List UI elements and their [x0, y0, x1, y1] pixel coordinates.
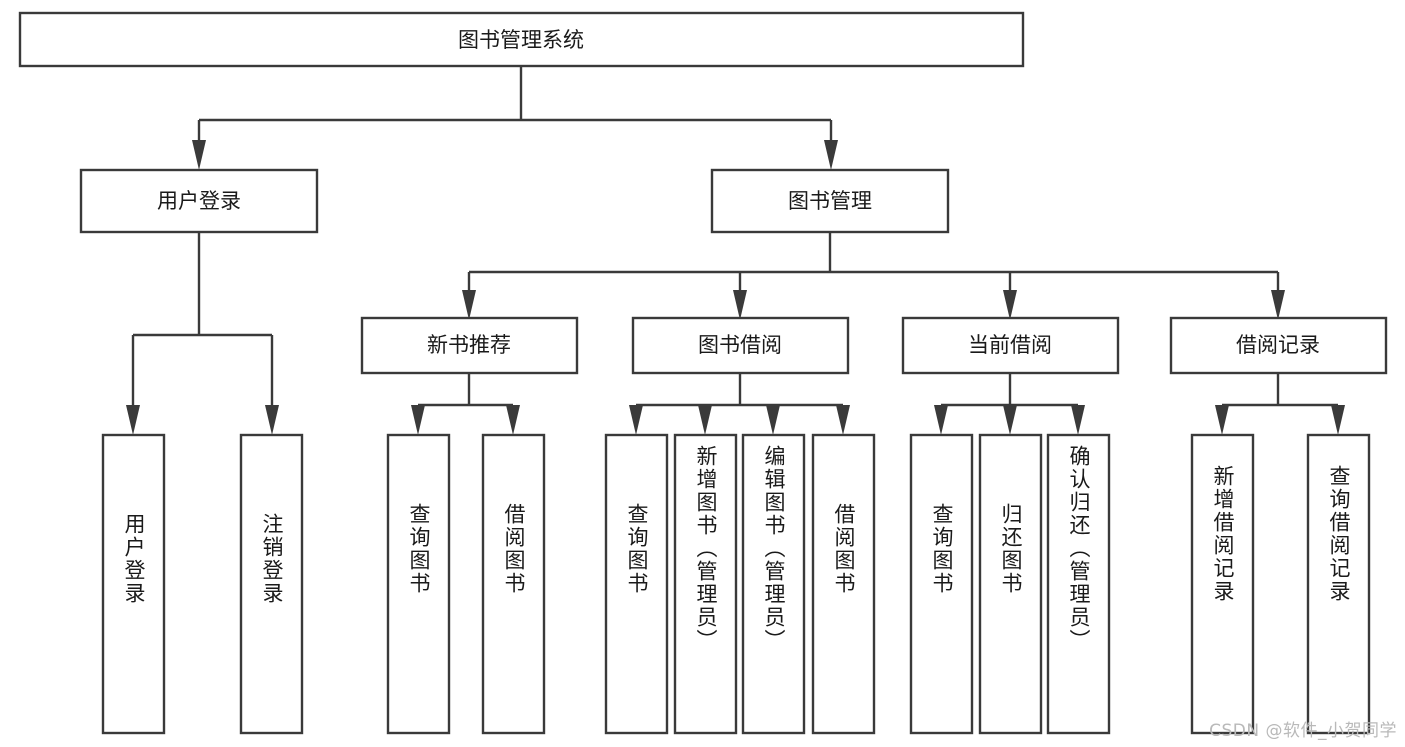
connector-user-login-to-leaves [126, 232, 279, 435]
arrow-head-to-user-login [192, 140, 206, 170]
node-book-manage[interactable]: 图书管理 [710, 168, 950, 234]
connector-current-borrow-to-leaves [934, 373, 1085, 435]
csdn-watermark: CSDN @软件_小贺同学 [1209, 721, 1397, 741]
borrow-record-box-label: 借阅记录 [1236, 333, 1320, 357]
borrow-record-box-rect [1169, 316, 1388, 375]
current-borrow-box-label: 当前借阅 [968, 333, 1052, 357]
current-borrow-box-rect [901, 316, 1120, 375]
arrow-head-to-book-borrow [733, 290, 747, 320]
arrow-head-cb-leaf-2 [1003, 405, 1017, 435]
leaf-box-cb-return-book[interactable] [978, 433, 1043, 735]
arrow-head-cb-leaf-3 [1071, 405, 1085, 435]
connector-book-borrow-to-leaves [629, 373, 850, 435]
book-borrow-box-rect [631, 316, 850, 375]
arrow-head-to-book-manage [824, 140, 838, 170]
leaf-box-user-login[interactable] [101, 433, 166, 735]
node-book-borrow[interactable]: 图书借阅 [631, 316, 850, 375]
connector-new-book-to-leaves [411, 373, 520, 435]
node-current-borrow[interactable]: 当前借阅 [901, 316, 1120, 375]
arrow-head-to-new-book [462, 290, 476, 320]
leaf-box-bb-borrow-book[interactable] [811, 433, 876, 735]
new-book-box-label: 新书推荐 [427, 333, 511, 357]
arrow-head-to-borrow-record [1271, 290, 1285, 320]
user-login-box-label: 用户登录 [157, 189, 241, 213]
arrow-head-bb-leaf-1 [629, 405, 643, 435]
arrow-head-leaf-logout [265, 405, 279, 435]
leaf-box-br-add-record[interactable] [1190, 433, 1255, 735]
arrow-head-bb-leaf-2 [698, 405, 712, 435]
leaf-box-nb-borrow-book[interactable] [481, 433, 546, 735]
node-root[interactable]: 图书管理系统 [18, 11, 1025, 68]
arrow-head-leaf-user-login [126, 405, 140, 435]
leaf-box-bb-add-book[interactable] [673, 433, 738, 735]
leaf-box-cb-confirm-return[interactable] [1046, 433, 1111, 735]
arrow-head-br-leaf-2 [1331, 405, 1345, 435]
leaf-box-logout[interactable] [239, 433, 304, 735]
arrow-head-cb-leaf-1 [934, 405, 948, 435]
arrow-head-nb-leaf-2 [506, 405, 520, 435]
arrow-head-bb-leaf-3 [766, 405, 780, 435]
leaf-box-bb-query-book[interactable] [604, 433, 669, 735]
leaf-box-bb-edit-book[interactable] [741, 433, 806, 735]
arrow-head-to-current-borrow [1003, 290, 1017, 320]
new-book-box-rect [360, 316, 579, 375]
arrow-head-br-leaf-1 [1215, 405, 1229, 435]
root-box-label: 图书管理系统 [458, 28, 584, 52]
book-manage-box-rect [710, 168, 950, 234]
node-user-login[interactable]: 用户登录 [79, 168, 319, 234]
leaf-box-br-query-record[interactable] [1306, 433, 1371, 735]
leaf-box-cb-query-book[interactable] [909, 433, 974, 735]
book-manage-box-label: 图书管理 [788, 189, 872, 213]
arrow-head-bb-leaf-4 [836, 405, 850, 435]
node-new-book-recommend[interactable]: 新书推荐 [360, 316, 579, 375]
connector-root-to-level2 [192, 66, 838, 170]
connector-book-manage-to-level3 [462, 232, 1285, 320]
connector-borrow-record-to-leaves [1215, 373, 1345, 435]
book-borrow-box-label: 图书借阅 [698, 333, 782, 357]
root-box-rect [18, 11, 1025, 68]
leaf-box-nb-query-book[interactable] [386, 433, 451, 735]
arrow-head-nb-leaf-1 [411, 405, 425, 435]
node-borrow-record[interactable]: 借阅记录 [1169, 316, 1388, 375]
